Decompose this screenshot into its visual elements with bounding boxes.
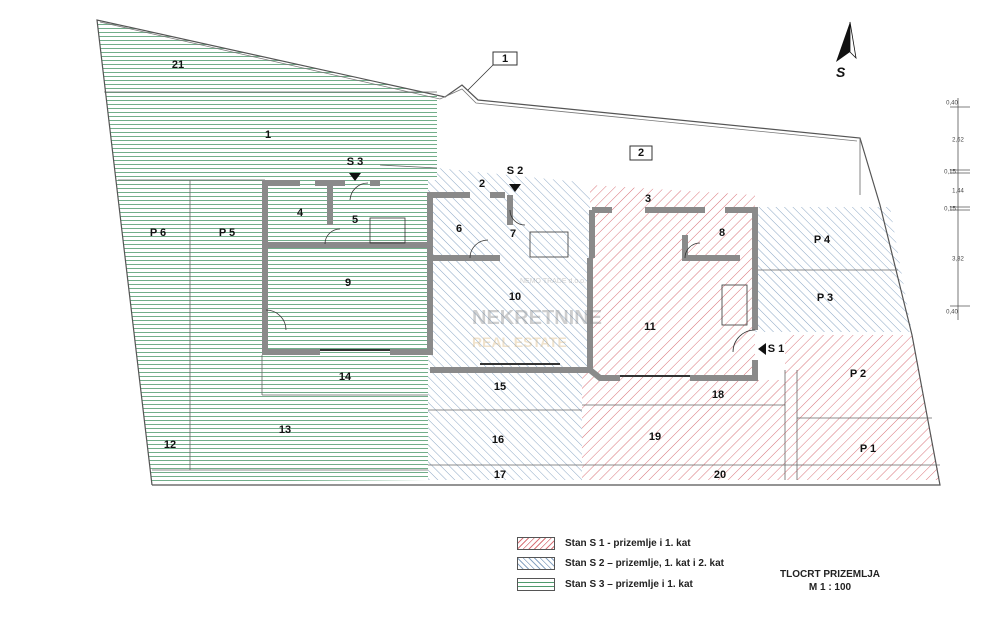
- svg-text:1,44: 1,44: [952, 189, 964, 195]
- room-20: 20: [714, 469, 726, 481]
- room-12: 12: [164, 439, 176, 451]
- room-10: 10: [509, 291, 521, 303]
- room-5: 5: [352, 214, 358, 226]
- svg-text:1: 1: [502, 53, 508, 65]
- svg-text:NEKRETNINE: NEKRETNINE: [472, 307, 602, 329]
- room-16: 16: [492, 434, 504, 446]
- room-7: 7: [510, 228, 516, 240]
- legend-item-s2: Stan S 2 – prizemlje, 1. kat i 2. kat: [517, 557, 724, 570]
- svg-text:2: 2: [638, 147, 644, 159]
- room-15: 15: [494, 381, 506, 393]
- zone-s1: [582, 185, 940, 480]
- room-labels: 21 1 2 3 4 5 6 7 8 9 10 11 12 13 14 15 1…: [150, 59, 876, 481]
- entrance-s1-label: S 1: [768, 343, 785, 355]
- room-1: 1: [265, 129, 271, 141]
- marker-box-1: [492, 51, 518, 66]
- room-19: 19: [649, 431, 661, 443]
- doors-stairs: [265, 182, 756, 377]
- room-21: 21: [172, 59, 184, 71]
- room-8: 8: [719, 227, 725, 239]
- room-4: 4: [297, 207, 304, 219]
- parking-p5: P 5: [219, 227, 235, 239]
- entrance-s2-label: S 2: [507, 165, 524, 177]
- area-dividers: [104, 91, 940, 480]
- parking-p6: P 6: [150, 227, 166, 239]
- room-18: 18: [712, 389, 724, 401]
- room-11: 11: [644, 321, 656, 333]
- svg-text:NEMO TRADE d.o.o.: NEMO TRADE d.o.o.: [520, 278, 586, 285]
- unit-entrances: S 3 S 2 S 1: [347, 156, 785, 355]
- zone-s2: [428, 168, 590, 480]
- room-6: 6: [456, 223, 462, 235]
- room-17: 17: [494, 469, 506, 481]
- svg-text:0,15: 0,15: [944, 170, 956, 176]
- legend-swatch-s2: [517, 557, 555, 570]
- marker-box-2: [629, 145, 653, 161]
- room-2: 2: [479, 178, 485, 190]
- svg-text:3,82: 3,82: [952, 257, 964, 263]
- parking-p1: P 1: [860, 443, 876, 455]
- svg-text:0,15: 0,15: [944, 207, 956, 213]
- svg-text:0,40: 0,40: [946, 101, 958, 107]
- legend-swatch-s1: [517, 537, 555, 550]
- entrance-arrow-icon: [758, 343, 766, 355]
- drawing-title: TLOCRT PRIZEMLJA M 1 : 100: [780, 569, 880, 593]
- watermark: NEMO TRADE d.o.o. NEKRETNINE REAL ESTATE: [472, 278, 602, 350]
- dimension-chain: [950, 98, 970, 320]
- room-3: 3: [645, 193, 651, 205]
- lot-boundary: [96, 19, 941, 486]
- entrance-arrow-icon: [509, 184, 521, 192]
- lot-boundary-inner: [99, 21, 858, 142]
- svg-text:0,40: 0,40: [946, 310, 958, 316]
- legend-item-s3: Stan S 3 – prizemlje i 1. kat: [517, 578, 693, 591]
- entrance-arrow-icon: [349, 173, 361, 181]
- zone-s2-parking: [755, 207, 912, 332]
- parking-p2: P 2: [850, 368, 866, 380]
- svg-text:S: S: [836, 64, 846, 80]
- room-13: 13: [279, 424, 291, 436]
- north-arrow-icon: S: [836, 21, 857, 80]
- parking-p4: P 4: [814, 234, 831, 246]
- parking-p3: P 3: [817, 292, 833, 304]
- legend-swatch-s3: [517, 578, 555, 591]
- svg-text:2,62: 2,62: [952, 138, 964, 144]
- room-14: 14: [339, 371, 352, 383]
- entrance-s3-label: S 3: [347, 156, 364, 168]
- legend-item-s1: Stan S 1 - prizemlje i 1. kat: [517, 537, 691, 550]
- room-9: 9: [345, 277, 351, 289]
- svg-text:REAL ESTATE: REAL ESTATE: [472, 334, 567, 350]
